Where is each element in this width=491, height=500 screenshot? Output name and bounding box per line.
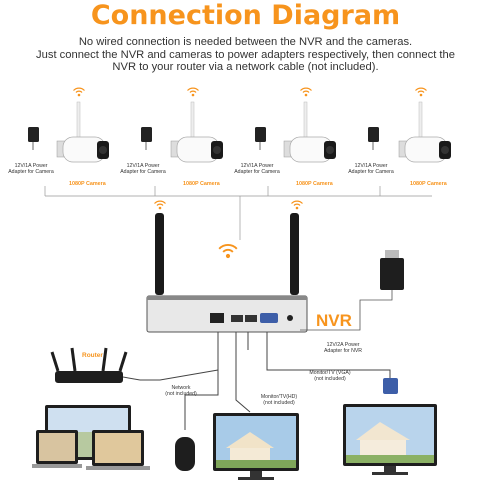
nvr-adapter-label: 12V/2A Power Adapter for NVR xyxy=(323,342,363,354)
hdmi-monitor xyxy=(213,413,299,480)
camera-3-label: 1080P Camera xyxy=(296,181,333,187)
nvr-label: NVR xyxy=(316,311,352,330)
mouse-device xyxy=(175,437,195,471)
camera-3-adapter-label: 12V/1A Power Adapter for Camera xyxy=(234,163,280,175)
camera-4-label: 1080P Camera xyxy=(410,181,447,187)
camera-2-graphic xyxy=(141,87,223,163)
center-wifi-icon xyxy=(218,243,238,260)
description-line-3: NVR to your router via a network cable (… xyxy=(112,61,379,73)
camera-1-graphic xyxy=(28,87,109,163)
nvr-device xyxy=(146,295,308,333)
router-label: Router xyxy=(82,352,103,359)
camera-3-graphic xyxy=(255,87,336,163)
nvr-power-adapter xyxy=(300,250,404,331)
camera-2-adapter-label: 12V/1A Power Adapter for Camera xyxy=(120,163,166,175)
camera-2-label: 1080P Camera xyxy=(183,181,220,187)
nvr-antennas xyxy=(153,200,304,295)
description: No wired connection is needed between th… xyxy=(0,36,491,74)
description-line-1: No wired connection is needed between th… xyxy=(78,36,413,48)
camera-4-adapter-label: 12V/1A Power Adapter for Camera xyxy=(348,163,394,175)
network-label: Network (not included) xyxy=(165,385,197,397)
vga-monitor xyxy=(343,378,437,475)
camera-1-label: 1080P Camera xyxy=(69,181,106,187)
description-line-2: Just connect the NVR and cameras to powe… xyxy=(36,48,455,61)
camera-1-adapter-label: 12V/1A Power Adapter for Camera xyxy=(8,163,54,175)
router-device xyxy=(50,347,141,383)
computer-group xyxy=(32,405,150,470)
camera-4-graphic xyxy=(368,87,451,163)
hdmi-output-label: Monitor/TV(HD) (not included) xyxy=(260,394,298,406)
page-title: Connection Diagram xyxy=(90,0,401,31)
vga-output-label: Monitor/TV (VGA) (not included) xyxy=(309,370,351,382)
camera-connector-lines xyxy=(44,186,432,240)
